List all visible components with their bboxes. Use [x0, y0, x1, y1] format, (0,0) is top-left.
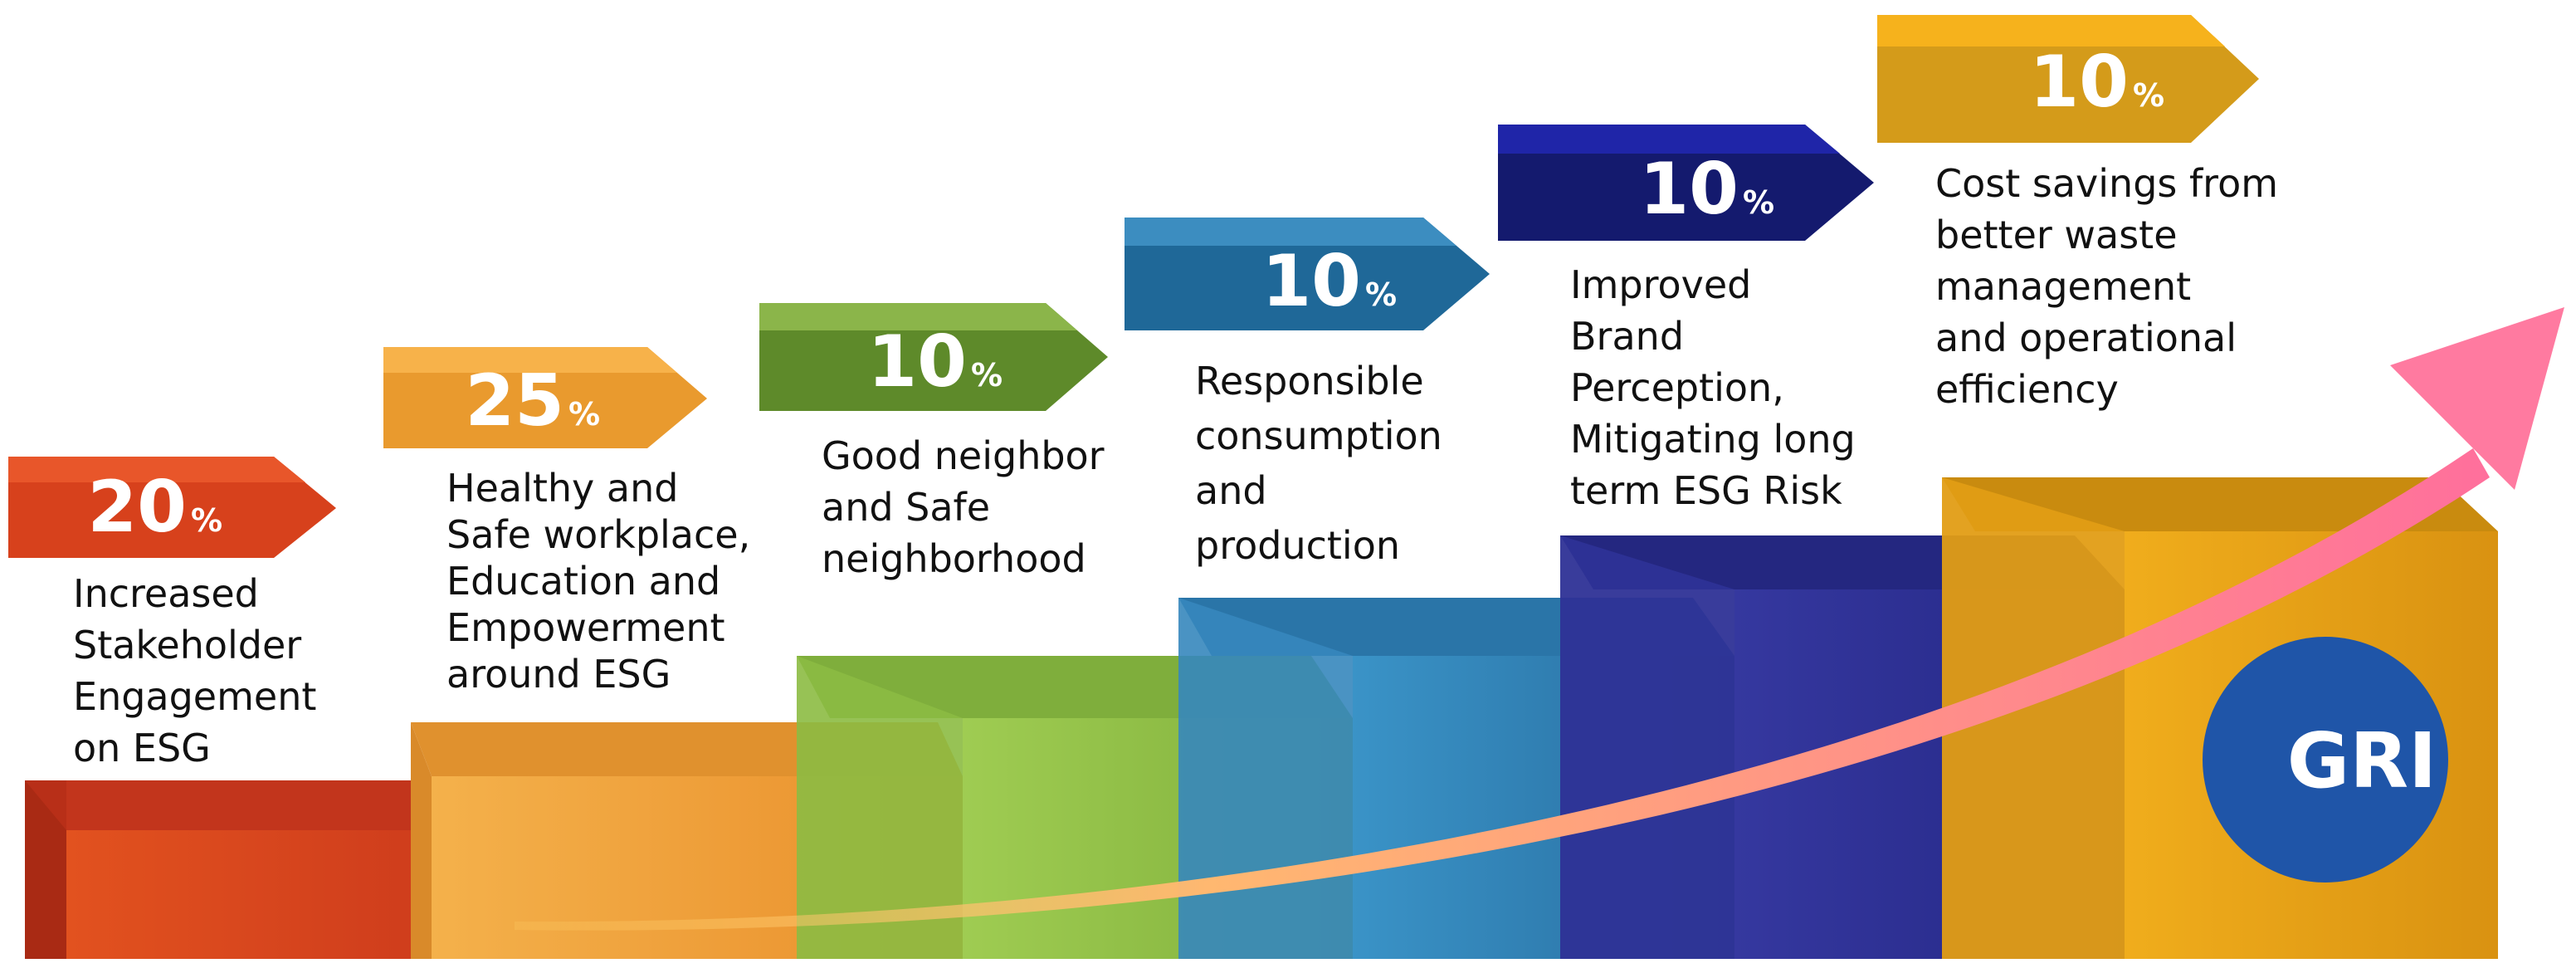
step-description-2: Healthy and Safe workplace, Education an… [446, 466, 751, 697]
percent-flag-2: 25 % [383, 347, 707, 448]
growth-arrow [515, 307, 2564, 931]
percent-flag-5: 10 % [1498, 125, 1874, 241]
percent-flag-1: 20 % [8, 457, 336, 558]
percent-flag-4: 10 % [1125, 218, 1490, 330]
percent-unit-1: % [191, 502, 222, 539]
percent-flag-6: 10 % [1877, 15, 2259, 143]
percent-value-1: 20 [87, 466, 187, 549]
percent-value-5: 10 [1639, 148, 1739, 231]
growth-arrow-head [2390, 307, 2564, 490]
percent-unit-6: % [2133, 77, 2164, 114]
percent-unit-4: % [1365, 276, 1397, 313]
step-description-4: Responsible consumption and production [1195, 359, 1442, 568]
percent-unit-3: % [971, 357, 1003, 394]
gri-logo-text: GRI [2287, 716, 2437, 805]
step-description-1: Increased Stakeholder Engagement on ESG [73, 571, 317, 770]
step-description-6: Cost savings from better waste managemen… [1935, 161, 2279, 412]
percent-value-4: 10 [1261, 240, 1361, 323]
percent-value-2: 25 [465, 359, 564, 442]
gri-logo: GRI [2203, 637, 2448, 883]
percent-value-6: 10 [2029, 41, 2129, 124]
percent-flag-3: 10 % [759, 303, 1108, 411]
percent-unit-2: % [568, 396, 600, 433]
step-description-5: Improved Brand Perception, Mitigating lo… [1570, 262, 1856, 513]
percent-value-3: 10 [867, 320, 967, 403]
step-description-3: Good neighbor and Safe neighborhood [822, 433, 1105, 581]
percent-unit-5: % [1743, 184, 1774, 221]
